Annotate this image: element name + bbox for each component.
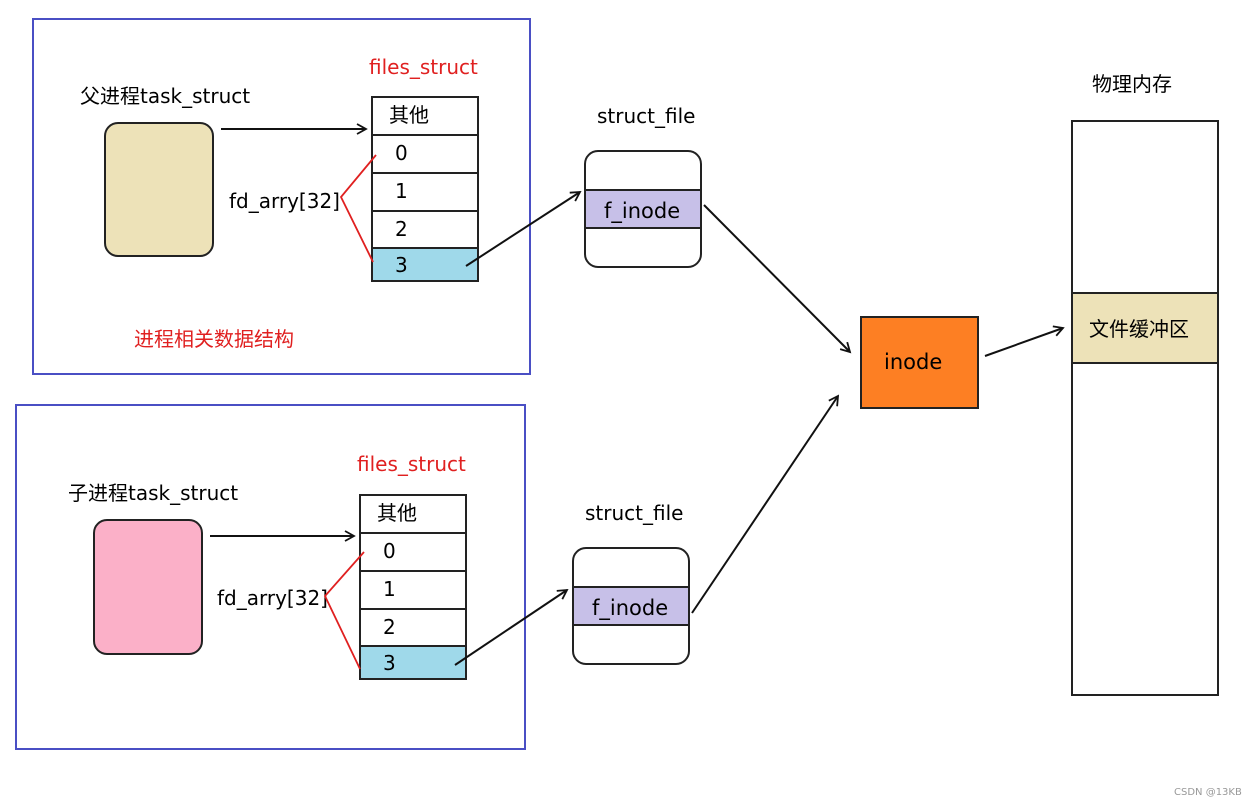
parent-files-struct-table: 其他 0 1 2 3: [371, 96, 479, 282]
child-finode-to-inode-arrow: [691, 394, 840, 614]
file-buffer-region: 文件缓冲区: [1073, 292, 1217, 364]
child-fd3-to-file-arrow: [454, 588, 569, 666]
cell-label: 3: [383, 651, 396, 675]
f-inode-label: f_inode: [592, 596, 669, 620]
child-struct-file-label: struct_file: [585, 501, 684, 525]
parent-fd-cell-2: 2: [373, 212, 477, 249]
watermark: CSDN @13KB: [1174, 787, 1242, 798]
child-fd-cell-1: 1: [361, 572, 465, 610]
region-label: 进程相关数据结构: [134, 327, 294, 351]
child-struct-file-box: f_inode: [572, 547, 690, 665]
parent-fd-cell-3: 3: [373, 249, 477, 280]
parent-struct-file-box: f_inode: [584, 150, 702, 268]
child-task-struct-box: [93, 519, 203, 655]
child-fd-cell-0: 0: [361, 534, 465, 572]
parent-files-struct-label: files_struct: [369, 55, 478, 79]
cell-label: 1: [383, 577, 396, 601]
child-fd-bracket: [323, 551, 365, 670]
child-fd-array-label: fd_arry[32]: [217, 586, 328, 610]
child-fd-cell-other: 其他: [361, 496, 465, 534]
memory-title: 物理内存: [1092, 72, 1172, 96]
child-files-struct-table: 其他 0 1 2 3: [359, 494, 467, 680]
child-files-struct-label: files_struct: [357, 452, 466, 476]
cell-label: 0: [383, 539, 396, 563]
parent-fd3-to-file-arrow: [465, 190, 582, 267]
parent-process-frame: [32, 18, 531, 375]
parent-fd-cell-other: 其他: [373, 98, 477, 136]
cell-label: 1: [395, 179, 408, 203]
file-buffer-label: 文件缓冲区: [1089, 317, 1189, 341]
cell-label: 其他: [389, 103, 429, 127]
cell-label: 2: [383, 615, 396, 639]
inode-box: inode: [860, 316, 979, 409]
parent-fd-cell-1: 1: [373, 174, 477, 212]
child-task-label: 子进程task_struct: [68, 481, 239, 505]
child-fd-cell-2: 2: [361, 610, 465, 647]
cell-label: 0: [395, 141, 408, 165]
parent-fd-array-label: fd_arry[32]: [229, 189, 340, 213]
f-inode-label: f_inode: [604, 199, 681, 223]
parent-fd-cell-0: 0: [373, 136, 477, 174]
parent-finode-to-inode-arrow: [703, 204, 852, 354]
child-fd-cell-3: 3: [361, 647, 465, 678]
cell-label: 其他: [377, 501, 417, 525]
parent-fd-bracket: [339, 154, 377, 263]
cell-label: 2: [395, 217, 408, 241]
cell-label: 3: [395, 253, 408, 277]
inode-to-buffer-arrow: [984, 325, 1065, 357]
parent-task-struct-box: [104, 122, 214, 257]
parent-struct-file-label: struct_file: [597, 104, 696, 128]
child-f-inode-field: f_inode: [574, 586, 688, 626]
inode-label: inode: [884, 350, 943, 374]
parent-f-inode-field: f_inode: [586, 189, 700, 229]
parent-task-label: 父进程task_struct: [80, 84, 251, 108]
physical-memory-box: 文件缓冲区: [1071, 120, 1219, 696]
child-process-frame: [15, 404, 526, 750]
